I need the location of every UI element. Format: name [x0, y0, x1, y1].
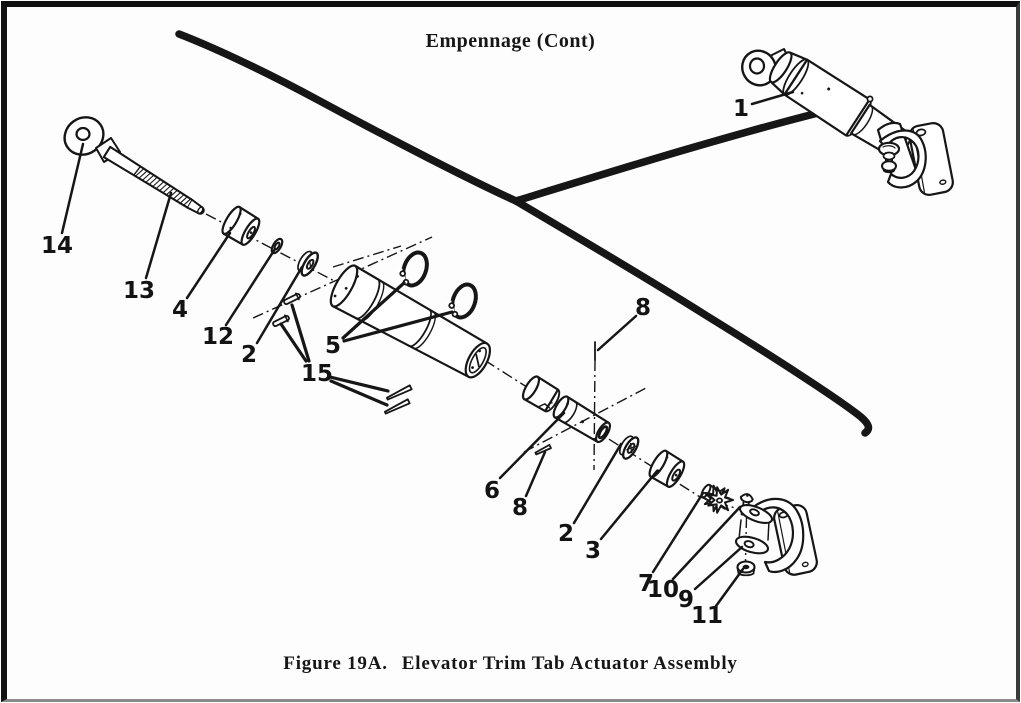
- trim-tab-outline: [175, 30, 873, 437]
- callout-8: 8: [512, 495, 528, 521]
- callout-leader-9: [693, 545, 744, 591]
- callout-leader-4: [185, 231, 232, 300]
- callout-7: 7: [638, 571, 654, 597]
- figure-caption: Figure 19A. Elevator Trim Tab Actuator As…: [0, 653, 1021, 675]
- retaining-ring-upper: [395, 250, 429, 288]
- callout-leader-15: [279, 322, 308, 363]
- callout-leader-3: [599, 469, 659, 541]
- callout-leader-13: [144, 191, 173, 280]
- cross-centerline: [523, 387, 647, 453]
- actuator-attach-bolt: [877, 141, 901, 174]
- callout-9: 9: [678, 587, 694, 613]
- callout-leader-8: [524, 450, 547, 498]
- pin-axis-centerline: [593, 359, 596, 471]
- callout-10: 10: [647, 577, 679, 603]
- hinge-bracket-lugs: [734, 503, 774, 555]
- spacer-bushing-right: [648, 449, 686, 488]
- actuator-barrel-piece: [552, 395, 612, 444]
- callout-11: 11: [691, 603, 723, 629]
- assembled-actuator: [741, 48, 954, 196]
- callout-leader-5: [341, 281, 406, 340]
- callout-leader-10: [671, 505, 742, 581]
- flanged-bushing-right: [618, 435, 640, 460]
- spacer-bushing-left: [221, 205, 261, 246]
- trim-tab-outline-branch: [512, 104, 842, 205]
- callout-1: 1: [733, 96, 749, 122]
- callout-leader-12: [224, 247, 277, 327]
- sleeve-spacer: [521, 375, 561, 413]
- roll-pin: [534, 443, 552, 456]
- callout-leader-15: [328, 375, 390, 393]
- callout-leader-5: [342, 310, 454, 343]
- callout-leader-14: [60, 142, 85, 235]
- callout-2: 2: [558, 521, 574, 547]
- pin-centerline-short: [332, 245, 402, 268]
- figure-number: Figure 19A.: [283, 653, 388, 674]
- retaining-ring-lower: [444, 282, 478, 320]
- callout-leader-15: [329, 379, 389, 407]
- figure-title: Elevator Trim Tab Actuator Assembly: [401, 653, 738, 674]
- attach-pins: [272, 292, 413, 415]
- bracket-strap: [750, 497, 805, 574]
- callout-leader-2: [255, 265, 304, 345]
- callout-8: 8: [635, 295, 651, 321]
- callout-leader-15: [290, 303, 311, 363]
- callout-12: 12: [202, 324, 234, 350]
- callout-15: 15: [301, 361, 333, 387]
- threaded-rod: [102, 145, 205, 215]
- pin-centerline-upper: [252, 236, 433, 319]
- callout-13: 13: [123, 278, 155, 304]
- callout-4: 4: [172, 297, 188, 323]
- callout-14: 14: [41, 233, 73, 259]
- callout-leader-2: [572, 442, 623, 525]
- callout-leader-8: [596, 314, 638, 352]
- callout-5: 5: [325, 333, 341, 359]
- callout-leader-7: [651, 491, 705, 574]
- callout-6: 6: [484, 478, 500, 504]
- star-lock-washer: [703, 484, 734, 514]
- callout-leader-11: [714, 567, 745, 608]
- page-title: Empennage (Cont): [425, 30, 596, 52]
- callout-3: 3: [585, 538, 601, 564]
- cylinder-tube: [329, 264, 492, 379]
- callout-leader-6: [498, 411, 566, 480]
- callout-2: 2: [241, 342, 257, 368]
- callout-leader-1: [750, 90, 795, 106]
